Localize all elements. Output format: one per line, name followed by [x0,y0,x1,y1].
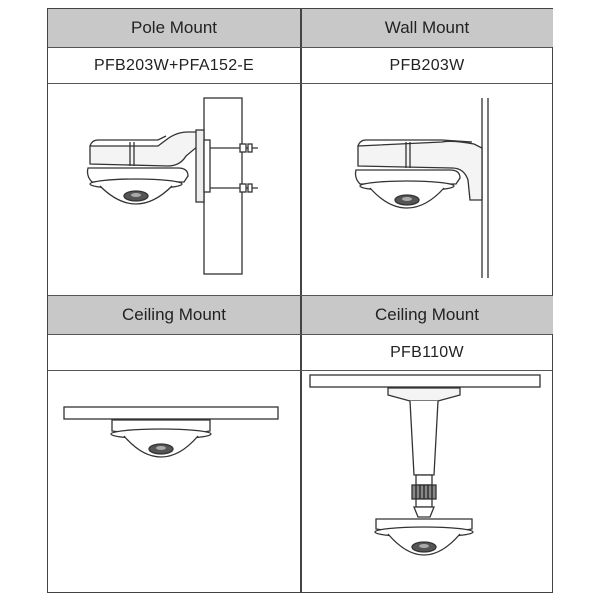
row-divider [48,370,552,372]
model-ceiling-mount-pendant: PFB110W [302,335,553,370]
mount-options-table: Pole Mount Wall Mount PFB203W+PFA152-E P… [47,8,553,593]
row-divider [48,47,552,49]
header-label: Pole Mount [131,18,217,37]
header-ceiling-mount-pendant: Ceiling Mount [301,296,553,334]
model-pole-mount: PFB203W+PFA152-E [48,48,300,83]
row-divider [48,83,552,85]
header-label: Ceiling Mount [122,305,226,324]
header-pole-mount: Pole Mount [48,9,300,47]
header-ceiling-mount: Ceiling Mount [48,296,300,334]
row-divider [48,334,552,336]
wall-mount-illustration [302,84,553,294]
column-divider [300,9,302,592]
model-label: PFB203W+PFA152-E [94,56,254,74]
header-label: Wall Mount [384,18,470,37]
model-label: PFB203W [389,56,465,74]
model-ceiling-mount [48,335,300,370]
header-wall-mount: Wall Mount [301,9,553,47]
header-label: Ceiling Mount [375,305,479,324]
ceiling-mount-flush-illustration [48,371,300,591]
ceiling-mount-pendant-illustration [302,371,553,591]
model-wall-mount: PFB203W [302,48,553,83]
model-label: PFB110W [390,343,464,361]
row-divider [48,295,552,297]
pole-mount-illustration [48,84,300,294]
